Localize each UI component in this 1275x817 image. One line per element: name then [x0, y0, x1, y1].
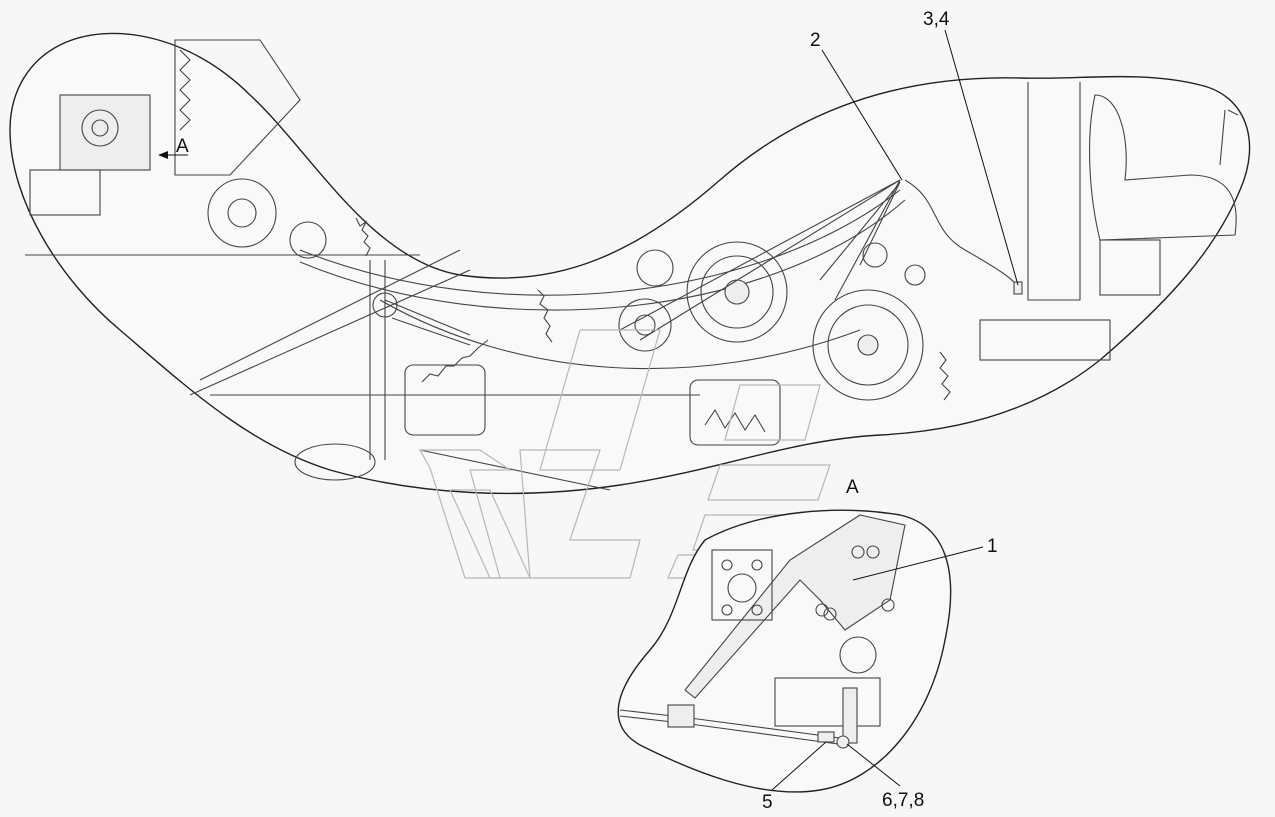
- pulley-right-hub: [857, 334, 879, 356]
- view-label-detail: A: [846, 477, 859, 498]
- clevis: [817, 731, 835, 743]
- slot-hole-1: [851, 545, 865, 559]
- mount-plate: [684, 514, 906, 699]
- arm-pivot: [372, 292, 398, 318]
- leader-34: [944, 29, 1019, 286]
- flange-bolt-3: [721, 604, 733, 616]
- leader-2: [821, 49, 903, 181]
- main-view-outline: [9, 32, 1251, 495]
- cable-clamp: [1013, 281, 1023, 295]
- tension-spring-center: [537, 289, 553, 343]
- leader-lines: [771, 29, 1019, 791]
- drum-segment: [174, 39, 301, 176]
- control-cable: [904, 179, 1019, 289]
- callout-2: 2: [810, 30, 821, 51]
- cable-end-nut: [836, 735, 850, 749]
- variator-pulley: [207, 178, 277, 248]
- box-unit: [774, 677, 881, 727]
- access-window-left: [404, 364, 486, 436]
- cab-panel: [1027, 82, 1081, 301]
- pulley-right: [812, 289, 924, 401]
- detail-view-parts: [619, 514, 906, 749]
- view-label-main: A: [176, 136, 189, 157]
- cable-adjuster: [667, 704, 695, 728]
- flange-block: [711, 549, 773, 621]
- flange-center: [727, 573, 757, 603]
- tension-spring-right: [939, 351, 951, 401]
- frame-left: [29, 169, 101, 216]
- idler-pulley-side: [904, 264, 926, 286]
- slot-hole-3: [815, 603, 829, 617]
- flange-bolt-4: [751, 604, 763, 616]
- idler-pulley-left: [289, 221, 327, 259]
- pulley-main: [686, 241, 788, 343]
- housing-box: [979, 319, 1111, 361]
- callout-3-4: 3,4: [923, 9, 950, 30]
- idler-pulley-upper: [862, 242, 888, 268]
- bracket-lever: [842, 687, 858, 744]
- operator-seat: [1088, 94, 1237, 241]
- flange-bolt-1: [721, 559, 733, 571]
- slot-hole-4: [823, 607, 837, 621]
- detail-view-outline: [617, 509, 952, 793]
- seat-base: [1099, 239, 1161, 296]
- frame-beam-diag: [199, 249, 461, 381]
- arm-link: [384, 299, 471, 346]
- lower-beam: [210, 394, 700, 491]
- sawtooth-guard: [704, 408, 766, 433]
- round-boss: [839, 636, 877, 674]
- lower-drum: [294, 443, 376, 481]
- drive-belt-long: [299, 189, 901, 296]
- pulley-center-left: [618, 298, 672, 352]
- variator-hub: [227, 198, 257, 228]
- leader-678: [846, 743, 901, 787]
- drum-teeth: [179, 49, 191, 131]
- bolt-hole: [881, 598, 895, 612]
- view-a-arrowhead: [158, 151, 168, 159]
- pump-pulley: [81, 109, 119, 147]
- frame-beam-diag-2: [189, 269, 471, 396]
- tension-spring-upper: [355, 217, 371, 257]
- tensioner-arm: [619, 179, 901, 341]
- callout-5: 5: [762, 792, 773, 813]
- tensioner-arm-2: [819, 181, 901, 281]
- engine-block: [59, 94, 151, 171]
- lever-handle: [1219, 109, 1239, 166]
- leader-5: [771, 741, 827, 791]
- main-view-parts: [25, 39, 1239, 491]
- callout-6-7-8: 6,7,8: [882, 790, 924, 811]
- leader-1: [852, 546, 984, 581]
- flange-bolt-2: [751, 559, 763, 571]
- pulley-center-top: [636, 249, 674, 287]
- access-window-right: [689, 379, 781, 446]
- slot-hole-2: [866, 545, 880, 559]
- pulley-center-left-hub: [634, 314, 656, 336]
- pulley-main-ring: [700, 255, 774, 329]
- tension-spring-left: [421, 339, 489, 383]
- drive-belt-lower: [379, 299, 861, 370]
- pulley-main-hub: [724, 279, 750, 305]
- callout-1: 1: [987, 536, 998, 557]
- pulley-right-ring: [827, 304, 909, 386]
- pump-hub: [91, 119, 109, 137]
